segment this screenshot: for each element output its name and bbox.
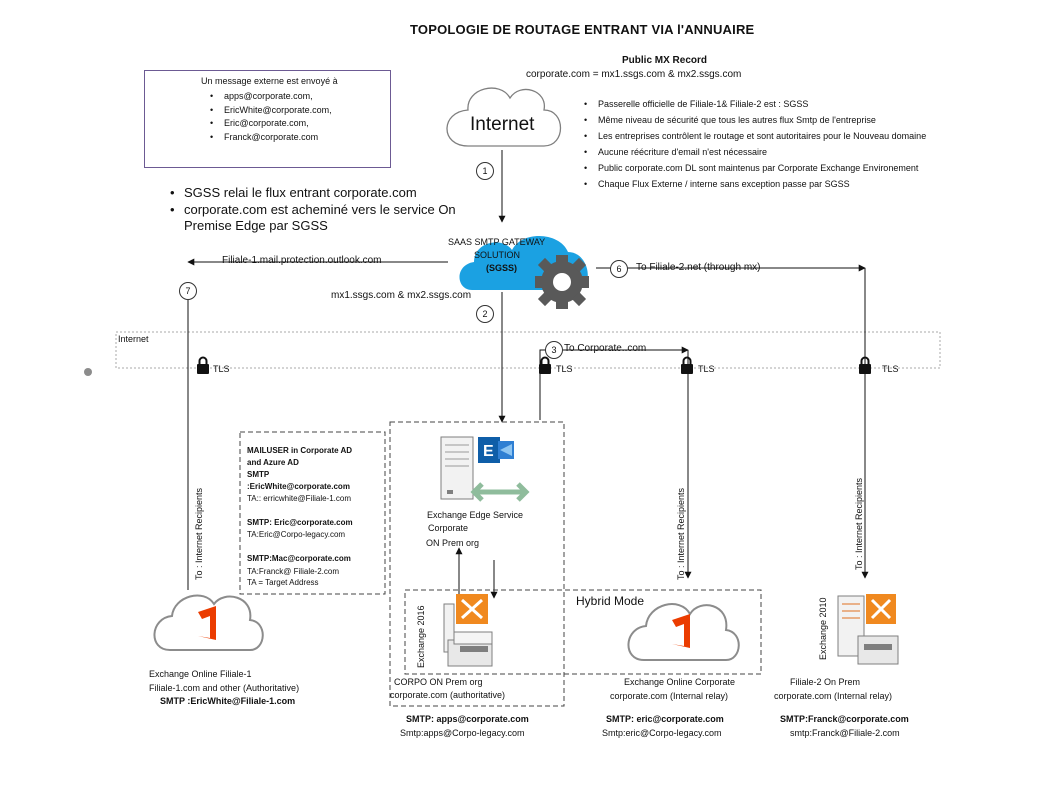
filiale1-line-2: Filiale-1.com and other (Authoritative) [149, 683, 300, 693]
mailuser-line-5: TA:: erricwhite@Filiale-1.com [247, 494, 351, 503]
svg-text:E: E [483, 443, 494, 460]
tls-label: TLS [882, 364, 899, 374]
gateway-label-2: SOLUTION [474, 250, 521, 260]
to-internet-label-1: To : Internet Recipients [194, 487, 204, 580]
filiale1-line-3: SMTP :EricWhite@Filiale-1.com [160, 696, 296, 706]
mailuser-box [239, 431, 386, 595]
mx-record-heading: Public MX Record [622, 55, 708, 66]
gateway-label-1: SAAS SMTP GATEWAY [448, 237, 546, 247]
flow-label-6: To Filiale-2.net (through mx) [636, 262, 761, 273]
lock-icon [197, 356, 209, 374]
mx-record-value: corporate.com = mx1.ssgs.com & mx2.ssgs.… [526, 69, 742, 80]
page-title: TOPOLOGIE DE ROUTAGE ENTRANT VIA l'ANNUA… [410, 22, 755, 37]
step-6-marker: 6 [610, 260, 628, 278]
mailuser-line-10: TA = Target Address [247, 578, 319, 587]
filiale1-line-1: Exchange Online Filiale-1 [149, 669, 252, 679]
corpo-onprem-line-2: corporate.com (authoritative) [390, 690, 506, 700]
mailuser-line-6: SMTP: Eric@corporate.com [247, 518, 353, 527]
to-internet-label-2: To : Internet Recipients [676, 487, 686, 580]
step-3-marker: 3 [545, 341, 563, 359]
left-note-item: SGSS relai le flux entrant corporate.com [170, 185, 484, 202]
recipient-item: Franck@corporate.com [210, 131, 332, 145]
mailuser-line-7: TA:Eric@Corpo-legacy.com [247, 530, 346, 539]
mailuser-line-2: and Azure AD [247, 458, 299, 467]
corpo-onprem-box [389, 421, 565, 707]
sgss-gateway-icon [459, 235, 589, 309]
corpo-onprem-line-3: SMTP: apps@corporate.com [406, 714, 529, 724]
edge-server-icon: E [440, 436, 530, 502]
bullet-dot [84, 368, 92, 376]
filiale2-line-3: SMTP:Franck@corporate.com [780, 714, 909, 724]
exchange-2010-label: Exchange 2010 [818, 597, 828, 660]
recipient-list: apps@corporate.com, EricWhite@corporate.… [210, 90, 332, 144]
exo-corporate-line-1: Exchange Online Corporate [624, 677, 736, 687]
tls-label: TLS [213, 364, 230, 374]
edge-label-3: ON Prem org [426, 538, 480, 548]
edge-label-2: Corporate [428, 523, 469, 533]
tls-label: TLS [556, 364, 573, 374]
filiale2-line-4: smtp:Franck@Filiale-2.com [790, 728, 900, 738]
right-note-item: Même niveau de sécurité que tous les aut… [584, 114, 978, 126]
right-note-item: Passerelle officielle de Filiale-1& Fili… [584, 98, 978, 110]
corpo-onprem-line-4: Smtp:apps@Corpo-legacy.com [400, 728, 525, 738]
hybrid-mode-label: Hybrid Mode [576, 594, 645, 608]
tls-label: TLS [698, 364, 715, 374]
mailuser-line-8: SMTP:Mac@corporate.com [247, 554, 351, 563]
hybrid-mode-box [404, 589, 762, 675]
edge-label-1: Exchange Edge Service [427, 510, 524, 520]
corpo-onprem-line-1: CORPO ON Prem org [394, 677, 483, 687]
exchange-2010-server-icon [837, 594, 899, 665]
filiale2-line-1: Filiale-2 On Prem [790, 677, 861, 687]
step-2-marker: 2 [476, 305, 494, 323]
mailuser-line-4: :EricWhite@corporate.com [247, 482, 350, 491]
office365-cloud-filiale1 [153, 594, 264, 651]
filiale2-line-2: corporate.com (Internal relay) [774, 691, 893, 701]
flow-label-3: To Corporate..com [564, 343, 647, 354]
gateway-label-3: (SGSS) [486, 263, 518, 273]
lock-icon [859, 356, 871, 374]
exo-corporate-line-2: corporate.com (Internal relay) [610, 691, 729, 701]
mx-label: mx1.ssgs.com & mx2.ssgs.com [331, 290, 472, 301]
mailuser-line-1: MAILUSER in Corporate AD [247, 446, 353, 455]
lock-icon [539, 356, 551, 374]
recipient-item: EricWhite@corporate.com, [210, 104, 332, 118]
recipient-item: apps@corporate.com, [210, 90, 332, 104]
lock-icon [681, 356, 693, 374]
exo-corporate-line-4: Smtp:eric@Corpo-legacy.com [602, 728, 722, 738]
left-notes: SGSS relai le flux entrant corporate.com… [170, 185, 484, 235]
exo-corporate-line-3: SMTP: eric@corporate.com [606, 714, 724, 724]
to-internet-label-3: To : Internet Recipients [854, 477, 864, 570]
flow-label-7: Filiale-1.mail.protection.outlook.com [222, 255, 382, 266]
exchange-2016-server-icon [443, 594, 493, 667]
right-notes: Passerelle officielle de Filiale-1& Fili… [584, 98, 978, 190]
flow-arrow-3 [539, 346, 689, 420]
left-note-item: corporate.com est acheminé vers le servi… [170, 202, 484, 235]
step-7-marker: 7 [179, 282, 197, 300]
message-intro: Un message externe est envoyé à [201, 76, 338, 86]
mailuser-line-9: TA:Franck@ Filiale-2.com [247, 567, 339, 576]
step-1-marker: 1 [476, 162, 494, 180]
right-note-item: Public corporate.com DL sont maintenus p… [584, 162, 978, 174]
internet-cloud-label: Internet [470, 114, 535, 135]
mailuser-line-3: SMTP [247, 470, 270, 479]
right-note-item: Les entreprises contrôlent le routage et… [584, 130, 978, 142]
internet-band [115, 331, 941, 369]
office365-cloud-corporate [627, 603, 740, 661]
right-note-item: Chaque Flux Externe / interne sans excep… [584, 178, 978, 190]
right-note-item: Aucune réécriture d'email n'est nécessai… [584, 146, 978, 158]
internet-band-label: Internet [118, 334, 149, 344]
exchange-2016-label: Exchange 2016 [416, 605, 426, 668]
internet-cloud [446, 87, 561, 147]
recipient-item: Eric@corporate.com, [210, 117, 332, 131]
